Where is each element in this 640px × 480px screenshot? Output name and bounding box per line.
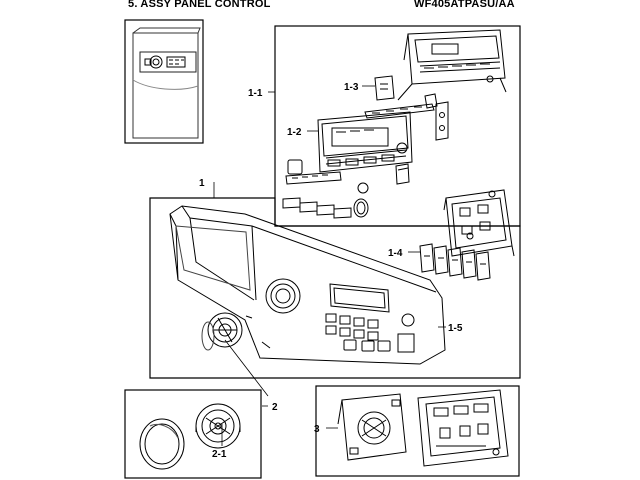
callout-1-3: 1-3 (344, 82, 359, 93)
callout-1: 1 (199, 178, 205, 189)
callout-3: 3 (314, 424, 320, 435)
page-title: 5. ASSY PANEL CONTROL (128, 0, 271, 10)
subassembly-1-1-frame (274, 25, 521, 227)
model-number: WF405ATPASU/AA (414, 0, 515, 10)
assembly-1-frame (149, 197, 521, 379)
sub-part-1-5-control-panel (169, 205, 446, 365)
sub-part-1-4-connectors (419, 243, 491, 281)
callout-1-1: 1-1 (248, 88, 263, 99)
callout-1-2: 1-2 (287, 127, 302, 138)
sub-part-1-2-display-panel (317, 111, 413, 185)
knob-icon (139, 403, 241, 470)
button-keys (282, 159, 369, 219)
frame-bracket (397, 29, 507, 101)
main-pcb-assembly (337, 389, 509, 467)
pcb-box-frame (315, 385, 520, 477)
callout-1-4: 1-4 (388, 248, 403, 259)
pcb-holder (443, 189, 515, 257)
leader-lines (213, 85, 446, 446)
dial-knob-installed (201, 312, 243, 351)
callout-2-1: 2-1 (212, 449, 227, 460)
knob-box-frame (124, 389, 262, 479)
callout-2: 2 (272, 402, 278, 413)
washer-panel-location-icon (124, 19, 204, 144)
callout-1-5: 1-5 (448, 323, 463, 334)
